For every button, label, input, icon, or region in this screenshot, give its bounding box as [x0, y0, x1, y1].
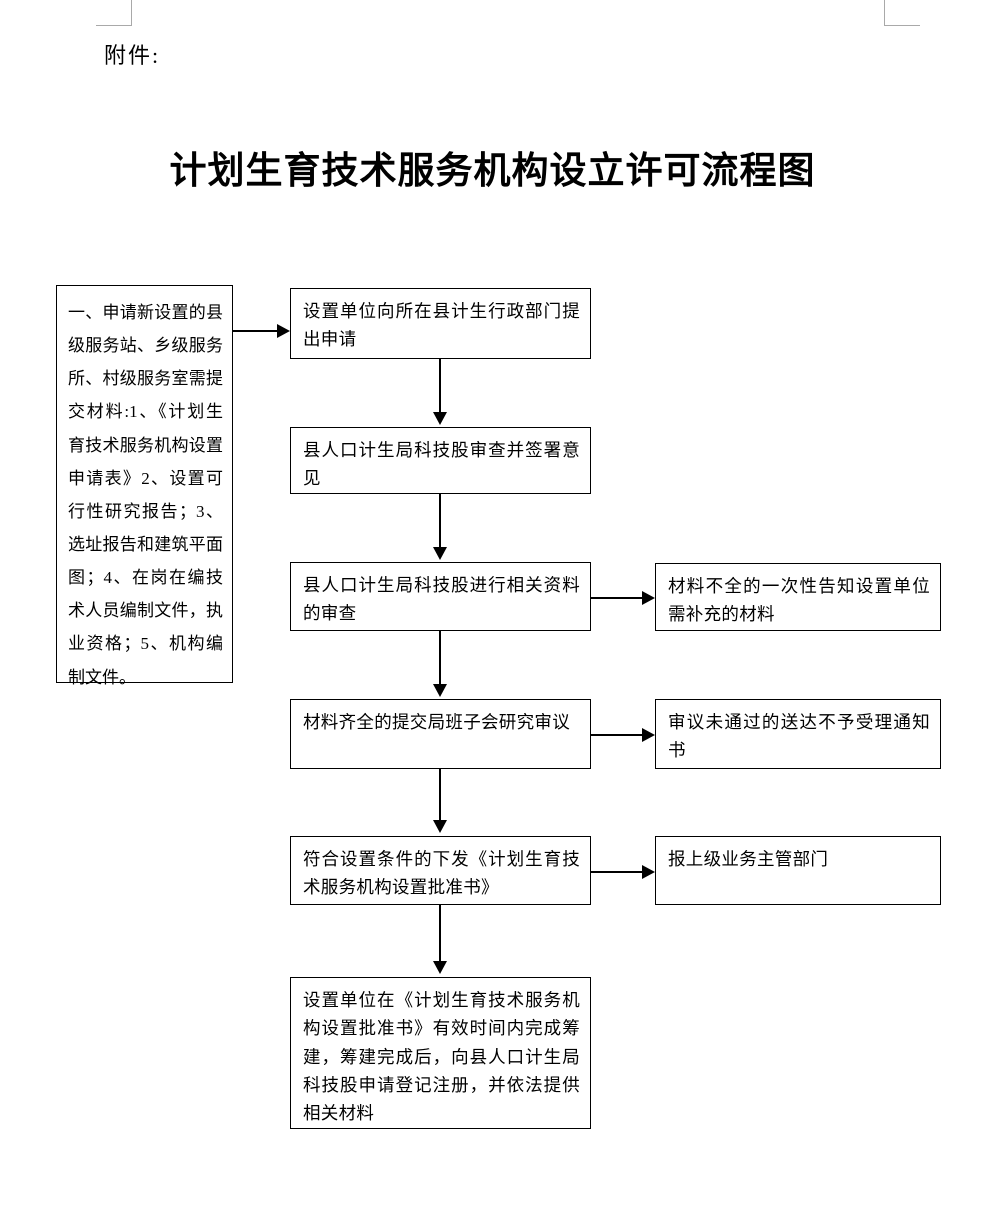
connector-material-review-to-committee-review: [439, 631, 441, 685]
connector-material-review-to-incomplete-notice: [591, 597, 643, 599]
flow-node-apply-text: 设置单位向所在县计生行政部门提出申请: [303, 301, 580, 350]
connector-approval-issue-to-report-upper: [591, 871, 643, 873]
flow-node-incomplete-notice: 材料不全的一次性告知设置单位需补充的材料: [655, 563, 941, 631]
flow-node-register: 设置单位在《计划生育技术服务机构设置批准书》有效时间内完成筹建，筹建完成后，向县…: [290, 977, 591, 1129]
flow-node-report-upper: 报上级业务主管部门: [655, 836, 941, 905]
arrowhead-committee-review-to-approval-issue: [433, 820, 447, 833]
flow-node-review-sign-text: 县人口计生局科技股审查并签署意见: [303, 440, 580, 489]
arrowhead-note-to-apply: [277, 324, 290, 338]
flow-node-material-review-text: 县人口计生局科技股进行相关资料的审查: [303, 575, 580, 624]
flow-node-reject-notice-text: 审议未通过的送达不予受理通知书: [668, 712, 930, 761]
sidebar-requirements-note: 一、申请新设置的县级服务站、乡级服务所、村级服务室需提交材料:1、《计划生育技术…: [56, 285, 233, 687]
flow-node-report-upper-text: 报上级业务主管部门: [668, 849, 829, 869]
flow-node-approval-issue: 符合设置条件的下发《计划生育技术服务机构设置批准书》: [290, 836, 591, 905]
arrowhead-material-review-to-committee-review: [433, 684, 447, 697]
connector-committee-review-to-approval-issue: [439, 769, 441, 821]
flow-node-apply: 设置单位向所在县计生行政部门提出申请: [290, 288, 591, 359]
arrowhead-apply-to-review-sign: [433, 412, 447, 425]
flow-node-review-sign: 县人口计生局科技股审查并签署意见: [290, 427, 591, 494]
flow-node-register-text: 设置单位在《计划生育技术服务机构设置批准书》有效时间内完成筹建，筹建完成后，向县…: [303, 990, 580, 1124]
flow-node-committee-review-text: 材料齐全的提交局班子会研究审议: [303, 712, 570, 732]
sidebar-note-text: 一、申请新设置的县级服务站、乡级服务所、村级服务室需提交材料:1、《计划生育技术…: [68, 303, 223, 687]
flow-node-reject-notice: 审议未通过的送达不予受理通知书: [655, 699, 941, 769]
attachment-label: 附件:: [104, 43, 161, 68]
connector-review-sign-to-material-review: [439, 494, 441, 548]
flow-node-material-review: 县人口计生局科技股进行相关资料的审查: [290, 562, 591, 631]
connector-committee-review-to-reject-notice: [591, 734, 643, 736]
arrowhead-approval-issue-to-register: [433, 961, 447, 974]
page-title: 计划生育技术服务机构设立许可流程图: [169, 151, 816, 192]
arrowhead-committee-review-to-reject-notice: [642, 728, 655, 742]
arrowhead-review-sign-to-material-review: [433, 547, 447, 560]
connector-approval-issue-to-register: [439, 905, 441, 962]
flow-node-approval-issue-text: 符合设置条件的下发《计划生育技术服务机构设置批准书》: [303, 849, 580, 898]
connector-apply-to-review-sign: [439, 359, 441, 413]
connector-note-to-apply: [233, 330, 278, 332]
arrowhead-approval-issue-to-report-upper: [642, 865, 655, 879]
arrowhead-material-review-to-incomplete-notice: [642, 591, 655, 605]
flow-node-incomplete-notice-text: 材料不全的一次性告知设置单位需补充的材料: [668, 576, 930, 625]
flow-node-committee-review: 材料齐全的提交局班子会研究审议: [290, 699, 591, 769]
